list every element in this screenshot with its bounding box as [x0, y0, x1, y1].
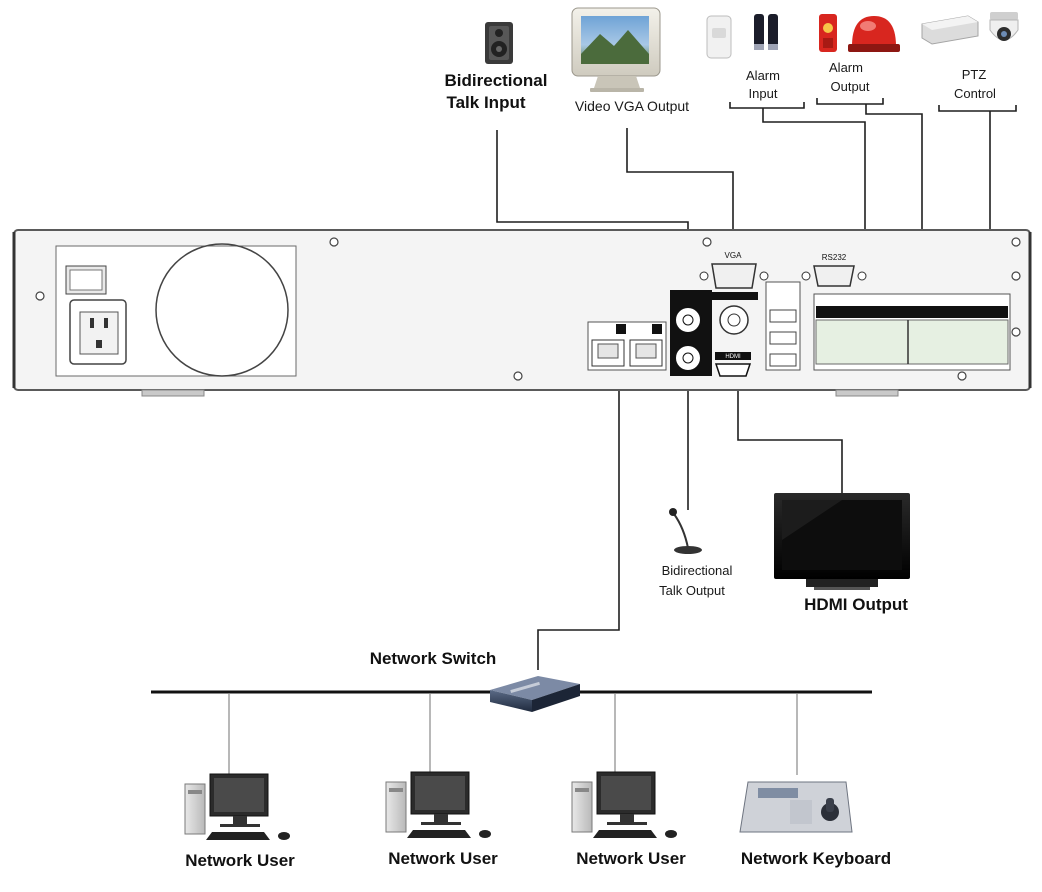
talk-input-label-2: Talk Input [446, 93, 525, 112]
crt-monitor-icon [571, 7, 661, 92]
desktop-pc-icon [385, 771, 491, 838]
port-vga-label: VGA [725, 251, 743, 260]
ptz-keyboard-icon [739, 781, 853, 833]
network-user-label: Network User [185, 851, 295, 870]
desktop-pc-icon [571, 771, 677, 838]
network-user-label: Network User [388, 849, 498, 868]
talk-output-label-2: Talk Output [659, 583, 725, 598]
alarm-input-label-1: Alarm [746, 68, 780, 83]
network-user-label: Network User [576, 849, 686, 868]
network-user-3: Network User [571, 771, 686, 868]
network-keyboard-label: Network Keyboard [741, 849, 891, 868]
hdmi-output-label: HDMI Output [804, 595, 908, 614]
fan-grill [155, 243, 289, 377]
connection-wires [151, 98, 1017, 775]
talk-input-label-1: Bidirectional [445, 71, 548, 90]
pir-sensor-icon [706, 14, 778, 59]
nvr-rear-panel: VGA HDMI RS232 [12, 229, 1032, 397]
network-switch-icon [490, 676, 580, 712]
lcd-tv-icon [774, 493, 910, 590]
desktop-pc-icon [184, 773, 290, 840]
ptz-label-1: PTZ [962, 67, 987, 82]
ptz-camera-icon [921, 12, 1019, 45]
alarm-output-label-1: Alarm [829, 60, 863, 75]
talk-output-label-1: Bidirectional [662, 563, 733, 578]
network-keyboard: Network Keyboard [739, 781, 891, 868]
speaker-icon [485, 22, 513, 64]
network-switch-label: Network Switch [370, 649, 497, 668]
port-rs232-label: RS232 [822, 253, 847, 262]
vga-output-label: Video VGA Output [575, 98, 689, 114]
alarm-input-label-2: Input [749, 86, 778, 101]
alarm-light-icon [819, 14, 900, 52]
port-hdmi-label: HDMI [725, 354, 741, 360]
network-user-1: Network User [184, 773, 295, 870]
ptz-label-2: Control [954, 86, 996, 101]
alarm-output-label-2: Output [830, 79, 869, 94]
network-user-2: Network User [385, 771, 498, 868]
microphone-icon [669, 508, 702, 554]
